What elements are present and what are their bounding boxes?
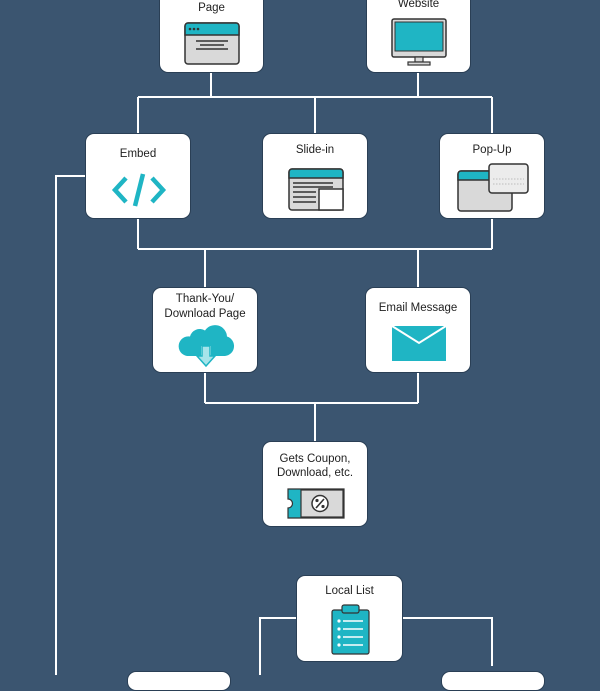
pop-up-label: Pop-Up bbox=[472, 144, 512, 156]
gets-coupon-box: Gets Coupon, Download, etc. bbox=[262, 441, 368, 527]
embed-box: Embed bbox=[85, 133, 191, 219]
clipboard-list-icon bbox=[331, 604, 370, 655]
landing-page-label: Page bbox=[198, 2, 225, 14]
connector-local-list-left bbox=[259, 617, 298, 675]
cloud-download-icon bbox=[178, 325, 235, 368]
embed-label: Embed bbox=[119, 148, 157, 160]
local-list-label: Local List bbox=[325, 585, 374, 597]
code-icon bbox=[111, 173, 167, 207]
website-label: Website bbox=[397, 0, 440, 10]
coupon-icon bbox=[287, 488, 345, 519]
thank-you-label-line1: Thank-You/ bbox=[175, 293, 235, 305]
bottom-left-box bbox=[127, 671, 231, 691]
landing-page-box: Page bbox=[159, 0, 264, 73]
slide-in-window-icon bbox=[288, 168, 344, 211]
local-list-box: Local List bbox=[296, 575, 403, 662]
envelope-icon bbox=[391, 325, 447, 361]
gets-coupon-label-line1: Gets Coupon, bbox=[279, 453, 351, 465]
popup-window-icon bbox=[457, 163, 529, 212]
bottom-right-box bbox=[441, 671, 545, 691]
thank-you-label-line2: Download Page bbox=[164, 308, 246, 320]
connector-embed-left bbox=[55, 175, 86, 675]
thank-you-box: Thank-You/ Download Page bbox=[152, 287, 258, 373]
slide-in-box: Slide-in bbox=[262, 133, 368, 219]
gets-coupon-label-line2: Download, etc. bbox=[276, 467, 354, 479]
browser-window-icon bbox=[184, 22, 240, 65]
monitor-icon bbox=[391, 18, 447, 66]
email-message-box: Email Message bbox=[365, 287, 471, 373]
connector-lines bbox=[55, 72, 493, 675]
pop-up-box: Pop-Up bbox=[439, 133, 545, 219]
email-message-label: Email Message bbox=[378, 302, 458, 314]
slide-in-label: Slide-in bbox=[295, 144, 335, 156]
website-box: Website bbox=[366, 0, 471, 73]
connector-local-list-right bbox=[402, 617, 493, 666]
